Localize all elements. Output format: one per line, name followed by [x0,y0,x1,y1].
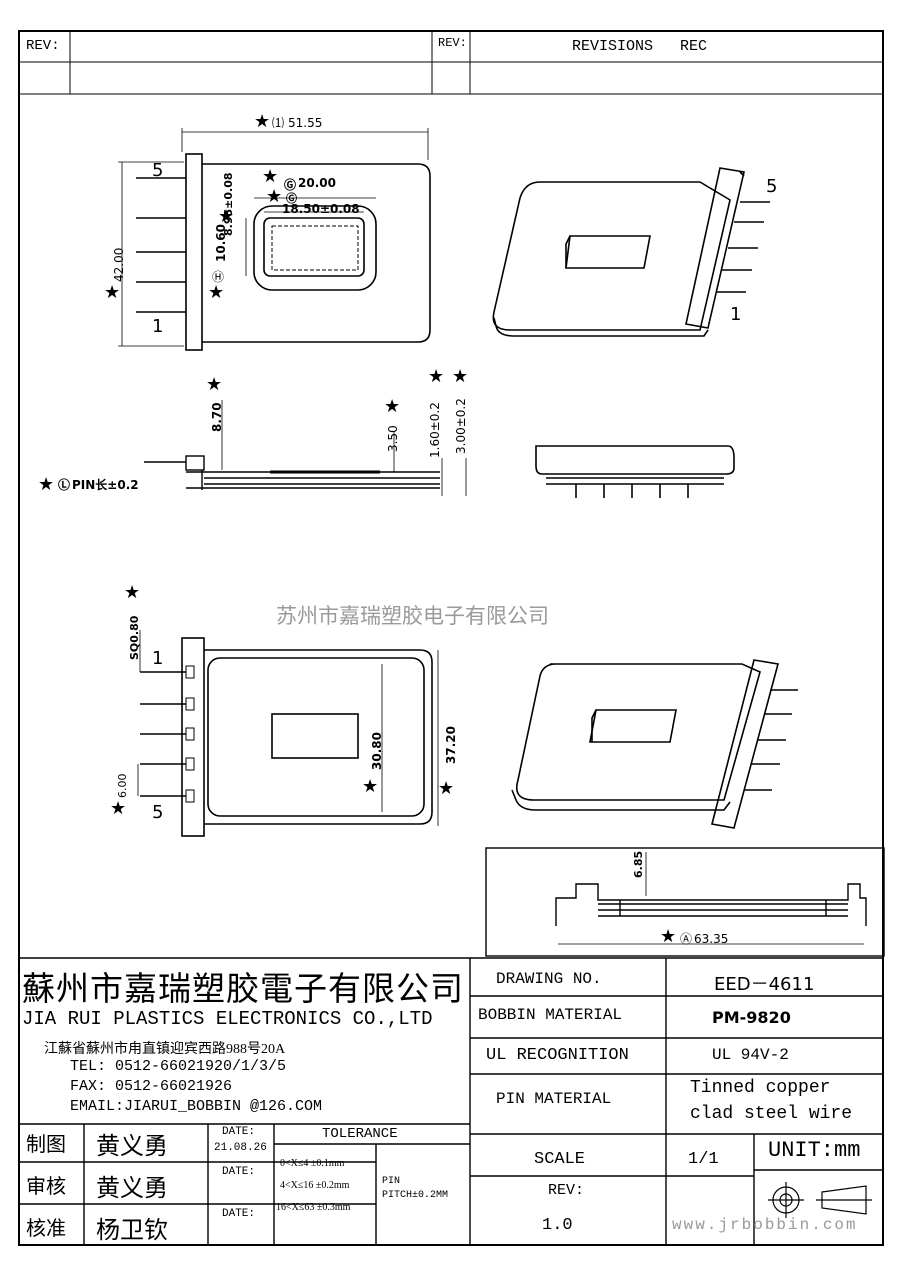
website: www.jrbobbin.com [672,1216,858,1234]
drawing-no-value: EED－4611 [714,974,815,995]
company-email: EMAIL:JIARUI_BOBBIN @126.COM [70,1098,323,1115]
watermark: 苏州市嘉瑞塑胶电子有限公司 [276,604,549,628]
star-marker: ★ [218,206,235,226]
dim-6-00: 6.00 [116,773,129,799]
bobbin-material-label: BOBBIN MATERIAL [478,1006,623,1024]
ul-value: UL 94V-2 [712,1046,789,1064]
dim-sq-0-80: SQ0.80 [128,615,141,660]
star-marker: ★ [208,282,225,302]
circled-g: Ⓖ [284,178,297,192]
dim-3-50: 3.50 [386,425,400,452]
date-label-2: DATE: [222,1166,256,1178]
circled-g2: Ⓖ [286,192,297,205]
star-marker: ★ [124,582,141,602]
iso-pin-label-5: 5 [766,176,778,197]
drawing-no-label: DRAWING NO. [496,970,602,988]
side-view-drawing [144,455,440,490]
dim-18-50: 18.50±0.08 [282,202,360,216]
star-marker: ★ [660,926,677,946]
scale-value: 1/1 [688,1150,719,1169]
circled-l: Ⓛ [58,478,71,492]
pin-length-dim: PIN长±0.2 [72,478,139,492]
bottom-pin-label-5: 5 [152,802,164,823]
star-marker: ★ [452,366,469,386]
pin-pitch-2: PITCH±0.2MM [382,1190,449,1201]
dim-10-60: 10.60 [214,224,228,262]
company-name-en: JIA RUI PLASTICS ELECTRONICS CO.,LTD [22,1008,433,1030]
rev-label: REV: [548,1182,585,1199]
circled-1: ⑴ [272,116,285,130]
star-marker: ★ [262,166,279,186]
revisions-label: REVISIONS [572,38,654,55]
iso-top-view [492,167,770,337]
tolerance-label: TOLERANCE [322,1126,398,1142]
company-tel: TEL: 0512-66021920/1/3/5 [70,1058,287,1075]
rev-label-left: REV: [26,38,60,54]
tolerance-row-1: 0<X≤4 ±0.1mm [280,1158,345,1169]
approve-name: 杨卫钦 [96,1218,168,1244]
draw-name: 黄义勇 [96,1134,168,1160]
star-marker: ★ [38,474,55,494]
drawing-frame [18,30,884,1246]
bottom-view-drawing [140,637,433,837]
iso-pin-label-1: 1 [730,304,742,325]
company-name-cn: 蘇州市嘉瑞塑胶電子有限公司 [22,972,464,1008]
tolerance-row-3: 16<X≤63 ±0.3mm [276,1202,351,1213]
date-label-3: DATE: [222,1208,256,1220]
company-fax: FAX: 0512-66021926 [70,1078,233,1095]
top-view-drawing [136,153,431,351]
dim-63-35: 63.35 [694,932,729,946]
approve-label: 核准 [26,1218,66,1240]
dim-51-55: 51.55 [288,116,323,130]
unit-label: UNIT:mm [768,1138,861,1163]
check-label: 审核 [26,1176,66,1198]
ul-label: UL RECOGNITION [486,1046,629,1065]
draw-label: 制图 [26,1134,66,1156]
bottom-iso-view [511,659,798,829]
company-address: 江蘇省蘇州市甪直镇迎宾西路988号20A [44,1042,286,1057]
side-iso-view [535,445,735,498]
dim-42-00: 42.00 [112,247,126,282]
rev-label-right: REV: [438,36,467,50]
dim-30-80: 30.80 [370,732,384,770]
check-name: 黄义勇 [96,1176,168,1202]
date-label-1: DATE: [222,1126,256,1138]
dim-3-00: 3.00±0.2 [454,398,468,454]
dim-37-20: 37.20 [444,726,458,764]
scale-label: SCALE [534,1150,586,1169]
tolerance-row-2: 4<X≤16 ±0.2mm [280,1180,350,1191]
star-marker: ★ [104,282,121,302]
pin-pitch-1: PIN [382,1176,401,1187]
bottom-pin-label-1: 1 [152,648,164,669]
star-marker: ★ [110,798,127,818]
circled-a: Ⓐ [680,932,693,946]
star-marker: ★ [438,778,455,798]
date-value-1: 21.08.26 [214,1142,267,1154]
pin-material-value-2: clad steel wire [690,1104,853,1124]
star-marker: ★ [206,374,223,394]
dim-8-70: 8.70 [210,402,224,432]
dim-1-60: 1.60±0.2 [428,402,442,458]
rec-label: REC [680,38,708,55]
pin-label-5: 5 [152,160,164,181]
section-view [485,847,885,957]
circled-h: Ⓗ [212,270,225,284]
star-marker: ★ [428,366,445,386]
star-marker: ★ [254,111,271,131]
star-marker: ★ [266,186,283,206]
rev-value: 1.0 [542,1216,573,1235]
star-marker: ★ [384,396,401,416]
dim-6-85: 6.85 [632,850,645,878]
pin-material-label: PIN MATERIAL [496,1090,612,1108]
pin-material-value-1: Tinned copper [690,1078,831,1098]
projection-symbol [768,1182,872,1218]
pin-label-1: 1 [152,316,164,337]
dim-20-00: 20.00 [298,176,336,190]
bobbin-material-value: PM-9820 [712,1008,791,1027]
star-marker: ★ [362,776,379,796]
